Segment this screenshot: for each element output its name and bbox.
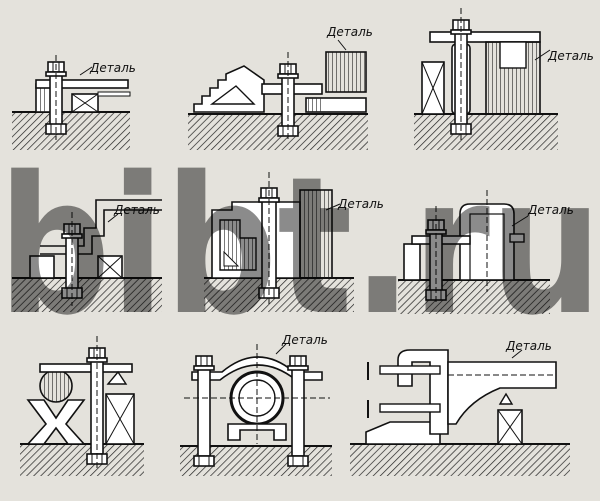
part-label-1: Деталь (89, 61, 136, 75)
scheme-5 (204, 172, 354, 312)
watermark-text: bibt.ru (0, 136, 600, 357)
scheme-6 (398, 190, 550, 314)
part-label-4: Деталь (113, 203, 160, 217)
part-label-9: Деталь (505, 339, 552, 353)
scheme-2 (188, 39, 368, 150)
scheme-8 (180, 343, 332, 476)
part-label-8: Деталь (281, 333, 328, 347)
scheme-9 (350, 349, 570, 476)
part-label-5: Деталь (337, 197, 384, 211)
scheme-4 (12, 199, 162, 312)
scheme-7 (20, 336, 144, 476)
scheme-3 (414, 8, 558, 150)
part-label-3: Деталь (547, 49, 594, 63)
part-label-6: Деталь (527, 203, 574, 217)
scheme-1 (12, 55, 131, 150)
part-label-2: Деталь (326, 25, 373, 39)
